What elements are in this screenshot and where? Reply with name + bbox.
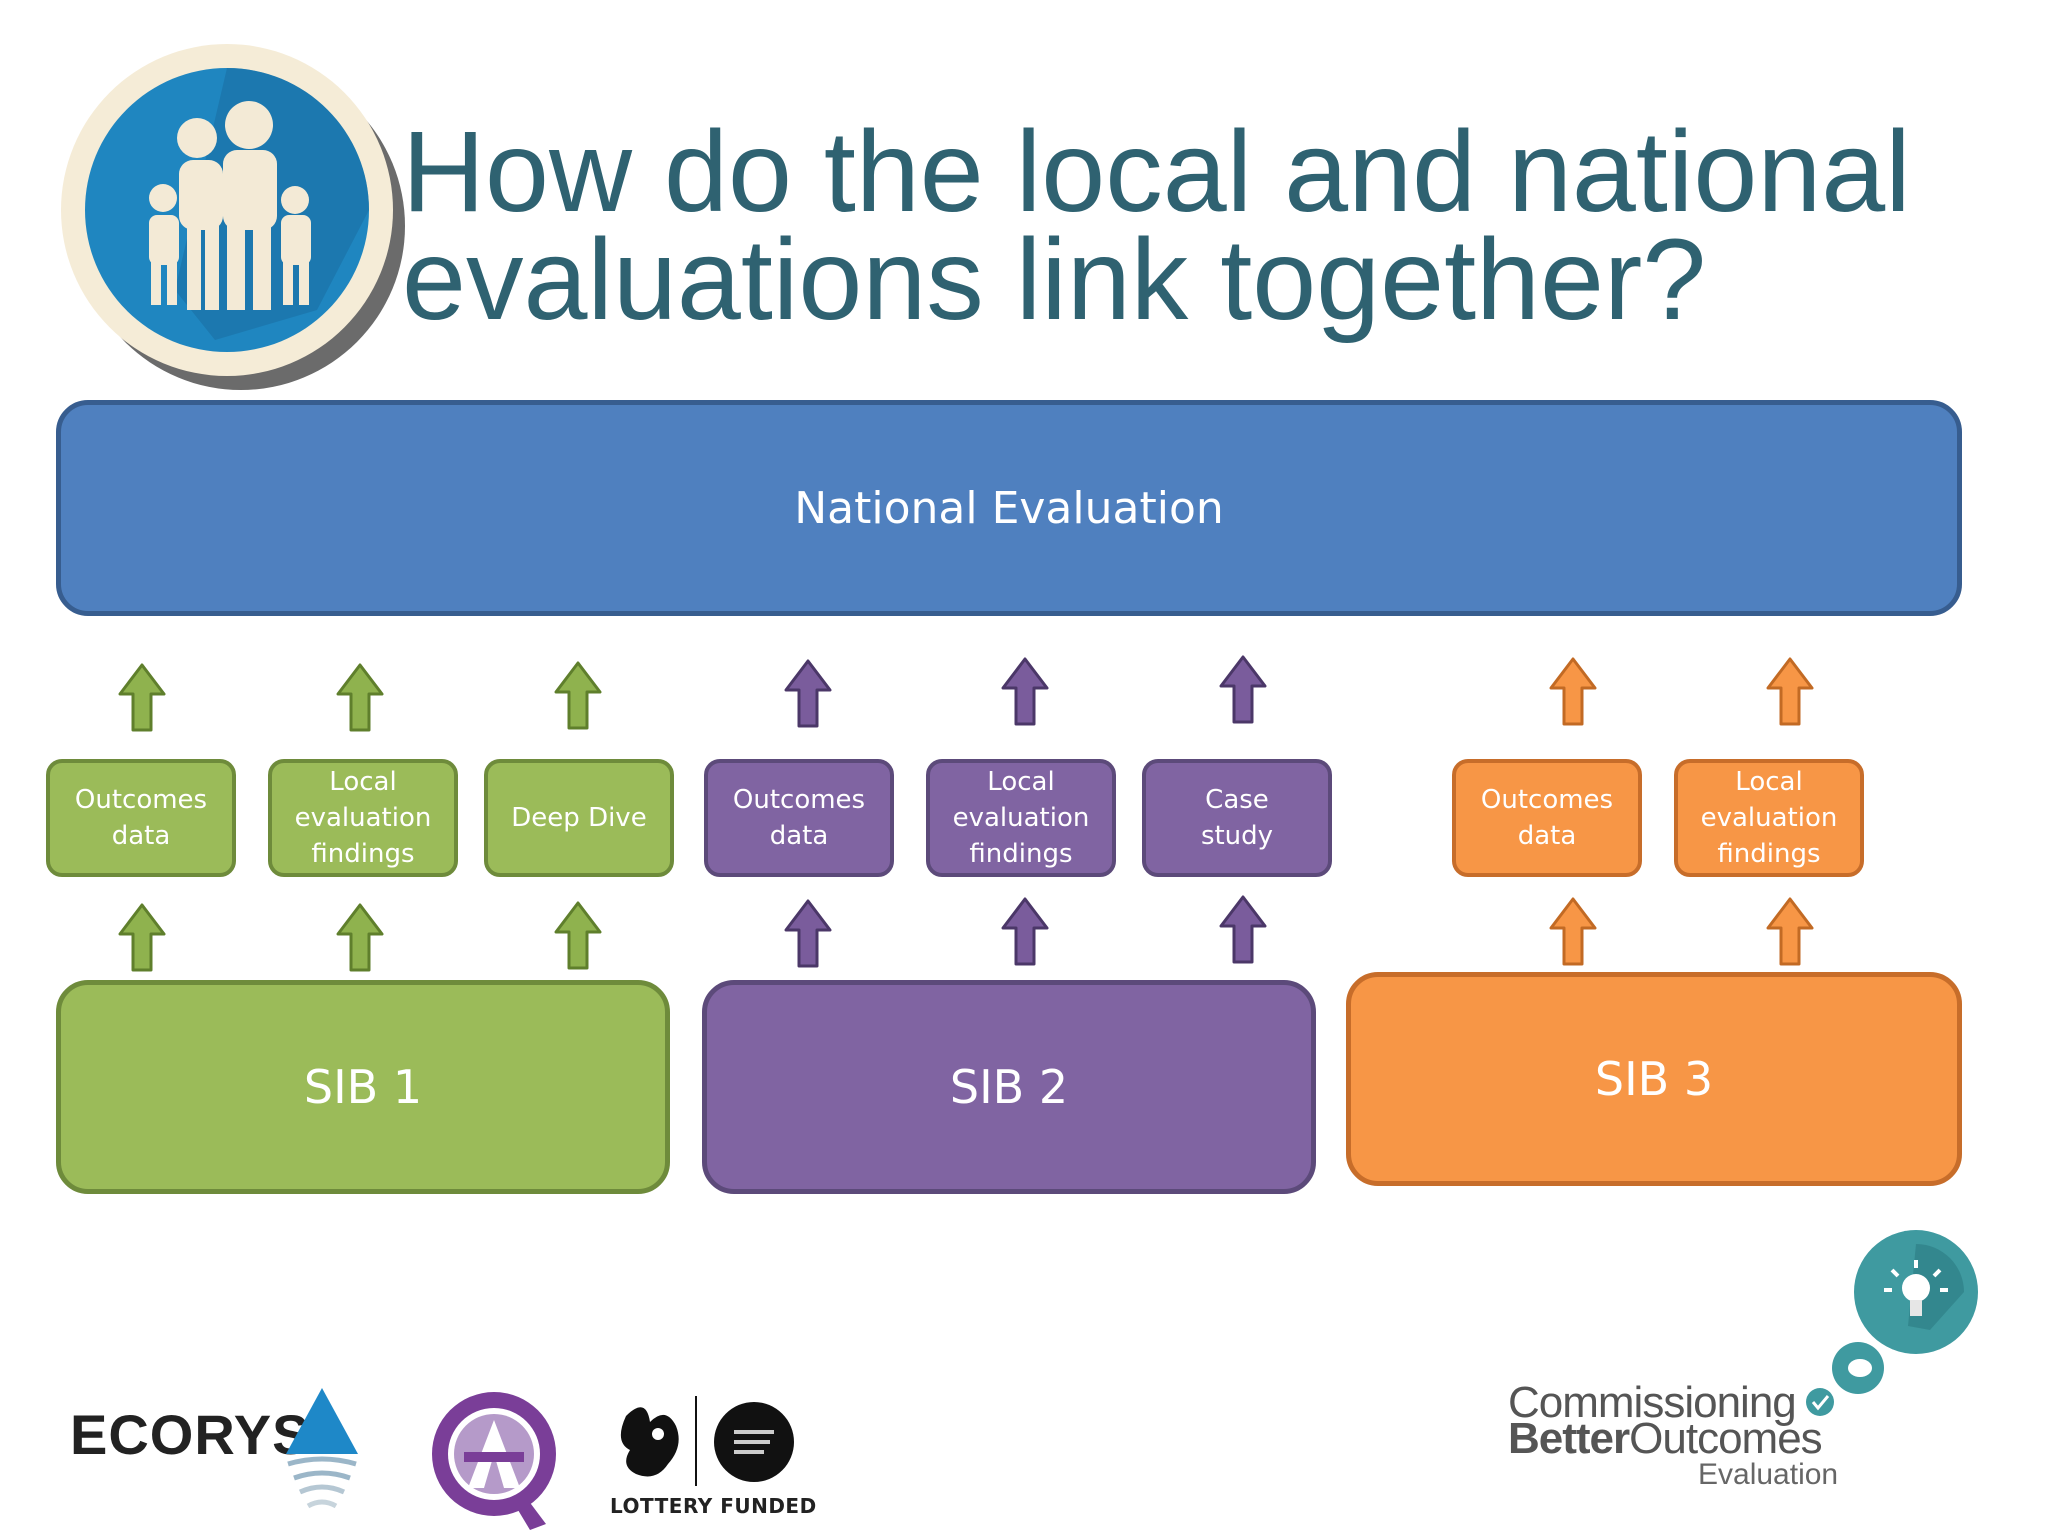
national-evaluation-label: National Evaluation [794,482,1224,534]
arrow-up-icon [554,901,602,970]
lottery-logo-icon [620,1396,794,1486]
box-label: Outcomes data [74,785,208,851]
lightbulb-icon [1806,1230,1978,1416]
sib2-case-study-box: Case study [1142,759,1332,877]
lottery-funded-label: LOTTERY FUNDED [610,1494,817,1518]
sib2-box: SIB 2 [702,980,1316,1194]
sib1-local-evaluation-box: Local evaluation findings [268,759,458,877]
sib3-local-evaluation-box: Local evaluation findings [1674,759,1864,877]
sib2-outcomes-data-box: Outcomes data [704,759,894,877]
cbo-logo-line1: Commissioning [1508,1378,1797,1427]
ecorys-logo-icon [286,1388,358,1509]
box-label: Deep Dive [511,803,647,833]
box-label: Local evaluation findings [1700,767,1838,869]
arrow-up-icon [1219,655,1267,724]
sib1-label: SIB 1 [303,1060,423,1114]
cbo-logo-rest: Outcomes [1629,1414,1823,1463]
sib1-deep-dive-box: Deep Dive [484,759,674,877]
box-label: Local evaluation findings [952,767,1090,869]
sib1-box: SIB 1 [56,980,670,1194]
q-logo-icon [432,1392,556,1530]
arrow-up-icon [784,899,832,968]
national-evaluation-box: National Evaluation [56,400,1962,616]
family-icon [61,44,405,390]
box-label: Local evaluation findings [294,767,432,869]
arrow-up-icon [1549,897,1597,966]
arrow-up-icon [118,903,166,972]
arrow-up-icon [336,903,384,972]
arrow-up-icon [1766,897,1814,966]
arrow-up-icon [118,663,166,732]
box-label: Outcomes data [1480,785,1614,851]
page-title: How do the local and national evaluation… [402,108,1911,344]
sib1-outcomes-data-box: Outcomes data [46,759,236,877]
ecorys-logo-text: ECORYS [70,1403,311,1466]
arrow-up-icon [1001,897,1049,966]
cbo-logo-line2: BetterOutcomes [1508,1414,1823,1464]
sib3-box: SIB 3 [1346,972,1962,1186]
box-label: Case study [1200,785,1274,851]
sib2-label: SIB 2 [949,1060,1069,1114]
cbo-logo-bold: Better [1508,1414,1630,1463]
sib3-outcomes-data-box: Outcomes data [1452,759,1642,877]
sib3-label: SIB 3 [1594,1052,1714,1106]
sib2-local-evaluation-box: Local evaluation findings [926,759,1116,877]
arrow-up-icon [1219,895,1267,964]
arrow-up-icon [784,659,832,728]
arrow-up-icon [1549,657,1597,726]
cbo-logo-line3: Evaluation [1698,1458,1839,1491]
check-icon [1806,1388,1834,1416]
arrow-up-icon [1001,657,1049,726]
arrow-up-icon [336,663,384,732]
box-label: Outcomes data [732,785,866,851]
arrow-up-icon [1766,657,1814,726]
arrow-up-icon [554,661,602,730]
